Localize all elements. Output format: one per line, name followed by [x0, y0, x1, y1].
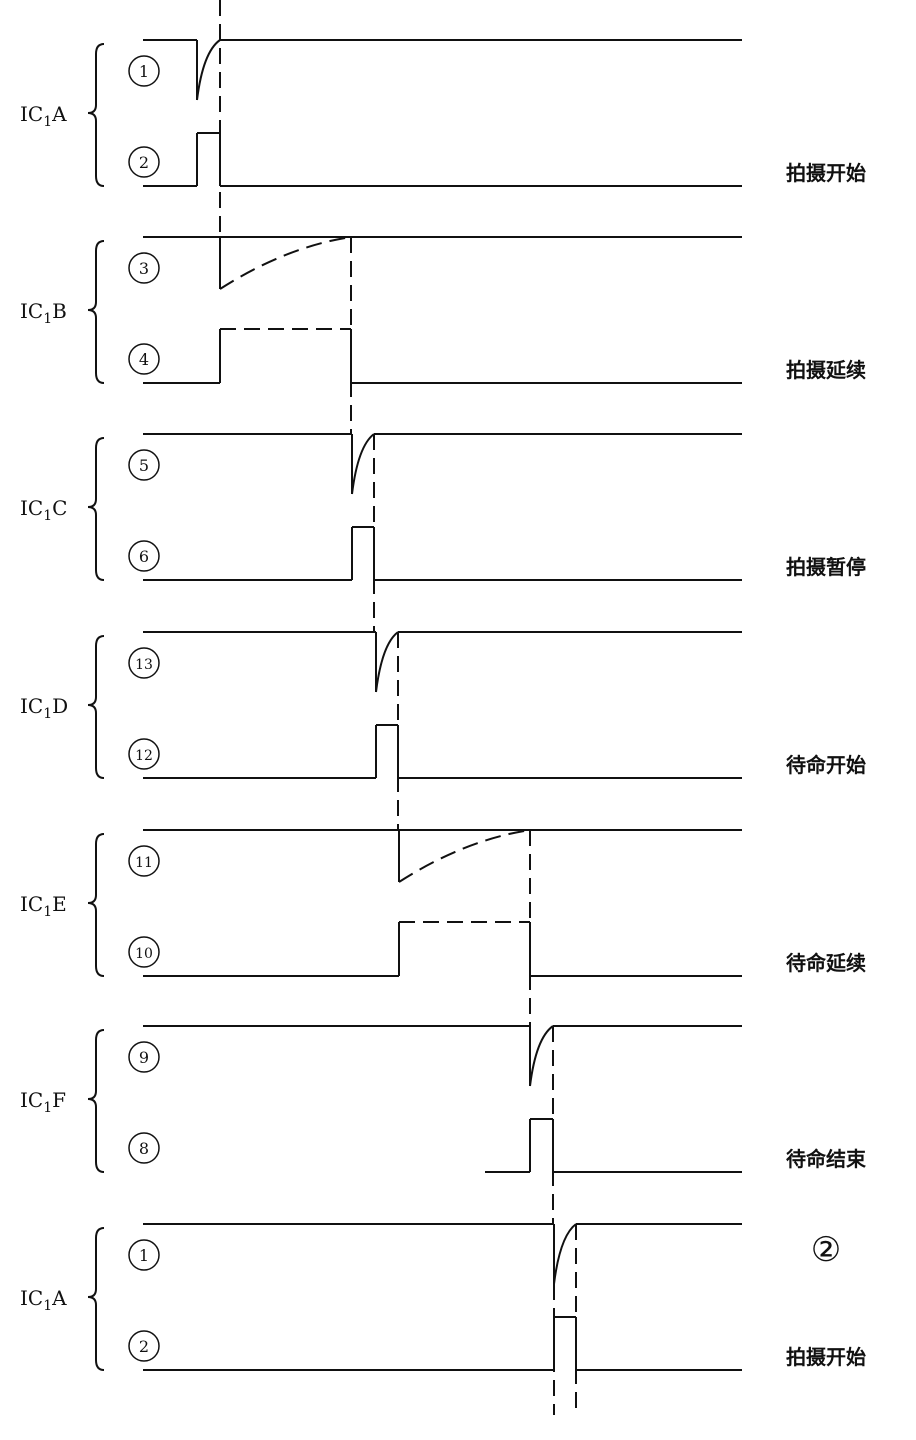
chip-label: IC1A	[20, 102, 67, 130]
group-brace	[87, 43, 105, 187]
pin-circle	[128, 1041, 160, 1073]
group-brace	[87, 240, 105, 384]
input-recovery-curve	[219, 236, 352, 290]
pin-number: 3	[139, 259, 149, 278]
stage-caption: 待命开始	[786, 753, 866, 777]
pin-circle	[128, 252, 160, 284]
pin-number: 5	[139, 456, 149, 475]
pin-number: 1	[139, 62, 149, 81]
group-brace	[87, 635, 105, 779]
pin-number: 8	[139, 1139, 149, 1158]
stage-caption: 拍摄开始	[786, 161, 866, 185]
pin-number: 6	[139, 547, 149, 566]
pin-number: 2	[139, 153, 149, 172]
pin-circle	[128, 449, 160, 481]
chip-label: IC1B	[20, 299, 67, 327]
input-recovery-curve	[553, 1223, 577, 1285]
input-recovery-curve	[196, 39, 221, 101]
chip-label: IC1C	[20, 496, 67, 524]
pin-number: 9	[139, 1048, 149, 1067]
pin-circle	[128, 738, 160, 770]
pin-circle	[128, 540, 160, 572]
pin-number: 11	[135, 855, 153, 871]
stage-caption: 待命结束	[786, 1147, 867, 1171]
pin-circle	[128, 1132, 160, 1164]
stage-caption: 拍摄延续	[786, 358, 866, 382]
pin-number: 10	[135, 946, 153, 962]
pin-circle	[128, 343, 160, 375]
group-brace	[87, 833, 105, 977]
pin-circle	[128, 845, 160, 877]
figure-number: ②	[810, 1230, 842, 1270]
pin-circle	[128, 647, 160, 679]
group-brace	[87, 437, 105, 581]
pin-circle	[128, 1239, 160, 1271]
chip-label: IC1D	[20, 694, 68, 722]
pin-number: 13	[135, 657, 153, 673]
input-recovery-curve	[398, 829, 531, 883]
stage-caption: 待命延续	[786, 951, 866, 975]
input-recovery-curve	[375, 631, 399, 693]
pin-circle	[128, 55, 160, 87]
pin-number: 12	[135, 748, 153, 764]
group-brace	[87, 1227, 105, 1371]
stage-caption: 拍摄开始	[786, 1345, 866, 1369]
group-brace	[87, 1029, 105, 1173]
input-recovery-curve	[529, 1025, 554, 1087]
chip-label: IC1A	[20, 1286, 67, 1314]
pin-circle	[128, 1330, 160, 1362]
chip-label: IC1E	[20, 892, 67, 920]
pin-number: 1	[139, 1246, 149, 1265]
input-recovery-curve	[351, 433, 375, 495]
pin-circle	[128, 936, 160, 968]
pin-number: 2	[139, 1337, 149, 1356]
stage-caption: 拍摄暂停	[786, 555, 866, 579]
pin-circle	[128, 146, 160, 178]
chip-label: IC1F	[20, 1088, 66, 1116]
pin-number: 4	[139, 350, 149, 369]
